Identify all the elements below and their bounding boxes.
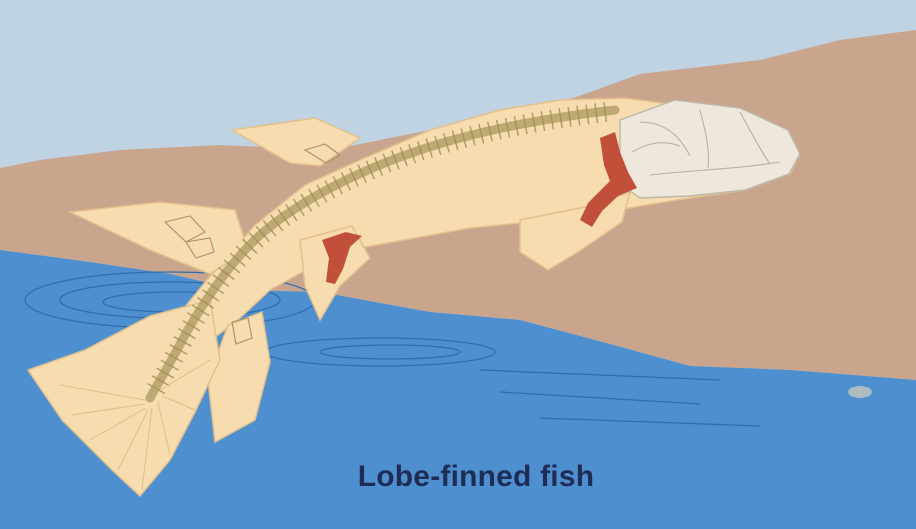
- stone: [848, 386, 872, 398]
- caption: Lobe-finned fish: [358, 460, 595, 493]
